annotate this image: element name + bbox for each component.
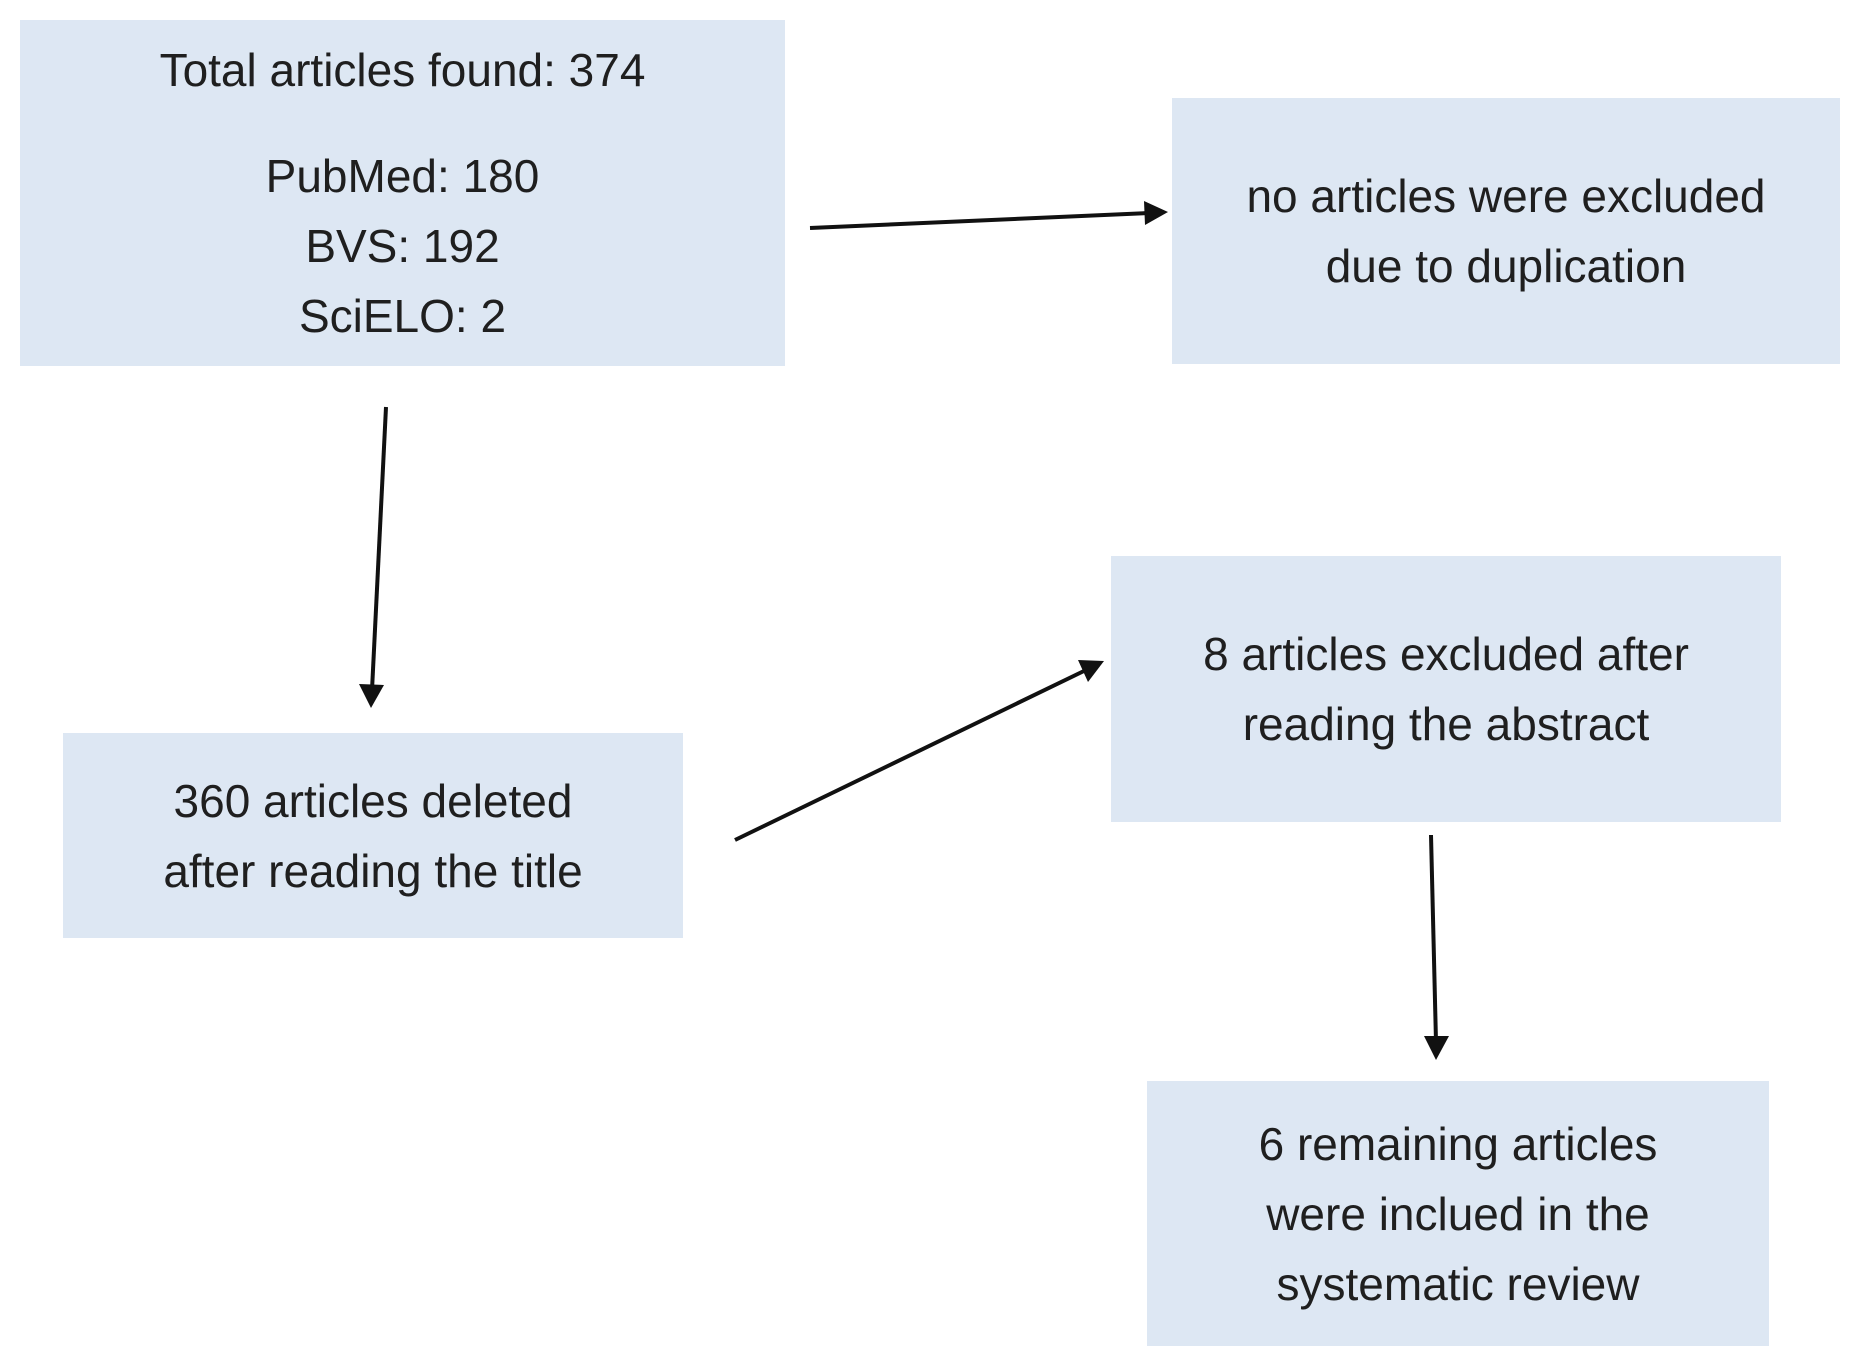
total-articles-title: Total articles found: 374 bbox=[159, 44, 646, 96]
source-pubmed: PubMed: 180 bbox=[265, 150, 540, 202]
duplication-line-2: due to duplication bbox=[1325, 240, 1687, 292]
source-scielo: SciELO: 2 bbox=[298, 290, 507, 342]
included-box: 6 remaining articles were inclued in the… bbox=[1147, 1081, 1769, 1346]
duplication-box: no articles were excluded due to duplica… bbox=[1172, 98, 1840, 364]
arrow-total-to-duplication bbox=[809, 211, 1151, 230]
included-line-3: systematic review bbox=[1276, 1257, 1640, 1310]
arrowhead-total-to-duplication bbox=[1144, 201, 1168, 225]
arrow-title-to-abstract bbox=[734, 668, 1087, 842]
title-screen-box: 360 articles deleted after reading the t… bbox=[63, 733, 683, 938]
duplication-line-1: no articles were excluded bbox=[1246, 170, 1766, 222]
title-screen-line-1: 360 articles deleted bbox=[173, 774, 573, 827]
included-line-1: 6 remaining articles bbox=[1258, 1117, 1658, 1170]
total-articles-box: Total articles found: 374 PubMed: 180 BV… bbox=[20, 20, 785, 366]
title-screen-line-2: after reading the title bbox=[163, 844, 583, 897]
abstract-screen-line-2: reading the abstract bbox=[1242, 698, 1650, 750]
arrowhead-abstract-to-included bbox=[1424, 1036, 1449, 1060]
source-bvs: BVS: 192 bbox=[305, 220, 500, 272]
arrowhead-total-to-title-screen bbox=[359, 684, 384, 708]
abstract-screen-line-1: 8 articles excluded after bbox=[1203, 628, 1689, 680]
arrow-total-to-title-screen bbox=[370, 406, 388, 691]
abstract-screen-box: 8 articles excluded after reading the ab… bbox=[1111, 556, 1781, 822]
arrow-abstract-to-included bbox=[1429, 834, 1438, 1043]
included-line-2: were inclued in the bbox=[1266, 1187, 1650, 1240]
arrowhead-title-to-abstract bbox=[1078, 660, 1104, 682]
